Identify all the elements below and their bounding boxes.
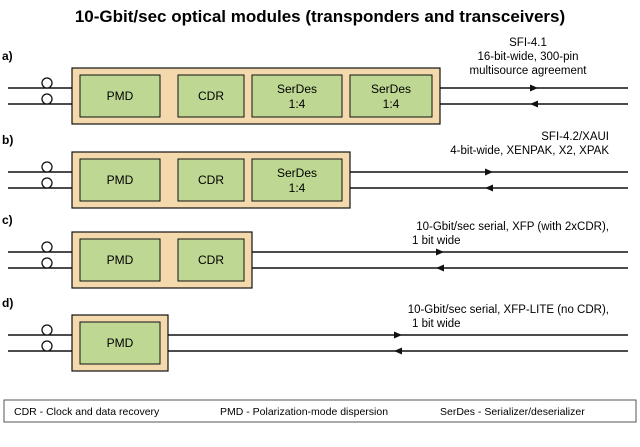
interface-description: SFI-4.2/XAUI	[541, 131, 609, 143]
interface-description: 10-Gbit/sec serial, XFP (with 2xCDR),	[416, 221, 609, 233]
arrow-right-icon	[530, 84, 538, 92]
block-label: PMD	[107, 173, 134, 187]
module-row-3: c) PMD CDR 10-Gbit/sec serial, XFP (with 2x…	[2, 213, 628, 289]
arrow-left-icon	[485, 184, 493, 192]
interface-description: SFI-4.1	[509, 37, 547, 49]
fiber-connector-icon	[41, 241, 53, 253]
fiber-connector-icon	[41, 324, 53, 336]
block-sublabel: 1:4	[289, 181, 306, 195]
block-pmd	[79, 74, 161, 118]
block-sublabel: 1:4	[289, 97, 306, 111]
interface-description: 16-bit-wide, 300-pin	[477, 51, 578, 63]
row-label: b)	[2, 133, 13, 147]
arrow-left-icon	[394, 347, 402, 355]
block-label: PMD	[107, 253, 134, 267]
legend: CDR - Clock and data recovery PMD - Pola…	[3, 399, 637, 423]
legend-box	[3, 399, 637, 423]
row-label: d)	[2, 296, 13, 310]
block-label: PMD	[107, 336, 134, 350]
block-serdes	[251, 158, 343, 202]
block-label: PMD	[107, 89, 134, 103]
page-title: 10-Gbit/sec optical modules (transponder…	[75, 7, 565, 26]
module-row-4: d) PMD 10-Gbit/sec serial, XFP-LITE (no CD…	[2, 296, 628, 372]
fiber-connector-icon	[41, 161, 53, 173]
arrow-right-icon	[485, 168, 493, 176]
arrow-right-icon	[436, 248, 444, 256]
block-label: CDR	[198, 173, 224, 187]
legend-pmd: PMD - Polarization-mode dispersion	[220, 406, 388, 418]
block-label: CDR	[198, 89, 224, 103]
arrow-left-icon	[530, 100, 538, 108]
block-sublabel: 1:4	[383, 97, 400, 111]
arrow-left-icon	[436, 264, 444, 272]
interface-description: 1 bit wide	[412, 235, 461, 247]
legend-cdr: CDR - Clock and data recovery	[14, 406, 160, 418]
block-label: SerDes	[277, 82, 317, 96]
block-label: CDR	[198, 253, 224, 267]
fiber-connector-icon	[41, 93, 53, 105]
fiber-connector-icon	[41, 257, 53, 269]
interface-description: 10-Gbit/sec serial, XFP-LITE (no CDR),	[408, 304, 609, 316]
block-cdr	[177, 238, 245, 282]
interface-description: 1 bit wide	[412, 318, 461, 330]
fiber-connector-icon	[41, 340, 53, 352]
block-pmd	[79, 321, 161, 365]
fiber-connector-icon	[41, 77, 53, 89]
block-serdes-2	[349, 74, 433, 118]
fiber-connector-icon	[41, 177, 53, 189]
block-pmd	[79, 238, 161, 282]
interface-description: multisource agreement	[470, 65, 588, 77]
row-label: c)	[2, 213, 13, 227]
interface-description: 4-bit-wide, XENPAK, X2, XPAK	[450, 145, 609, 157]
arrow-right-icon	[394, 331, 402, 339]
block-label: SerDes	[371, 82, 411, 96]
legend-serdes: SerDes - Serializer/deserializer	[440, 406, 585, 418]
row-label: a)	[2, 49, 13, 63]
block-cdr	[177, 74, 245, 118]
block-cdr	[177, 158, 245, 202]
block-pmd	[79, 158, 161, 202]
block-label: SerDes	[277, 166, 317, 180]
block-serdes-1	[251, 74, 343, 118]
